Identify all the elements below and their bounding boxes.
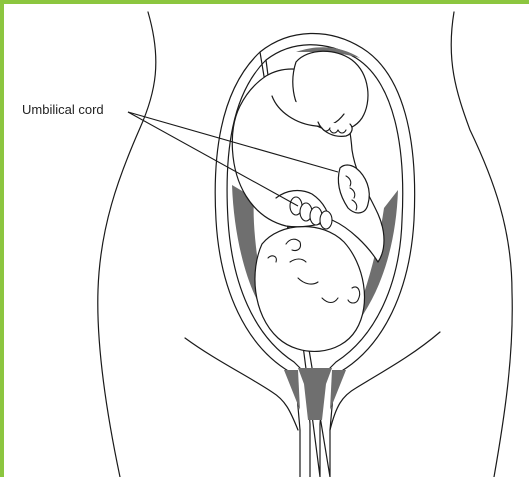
torso-right-outline: [451, 12, 512, 477]
right-groin-line: [330, 332, 440, 430]
umbilical-cord-coil-4: [320, 211, 332, 229]
torso-left-outline: [98, 12, 156, 477]
umbilical-cord-label: Umbilical cord: [22, 102, 104, 117]
cervix-shade: [298, 368, 332, 420]
cervix-shade-right: [330, 370, 346, 410]
fetal-head: [255, 226, 365, 351]
cervix-shade-left: [284, 370, 300, 410]
